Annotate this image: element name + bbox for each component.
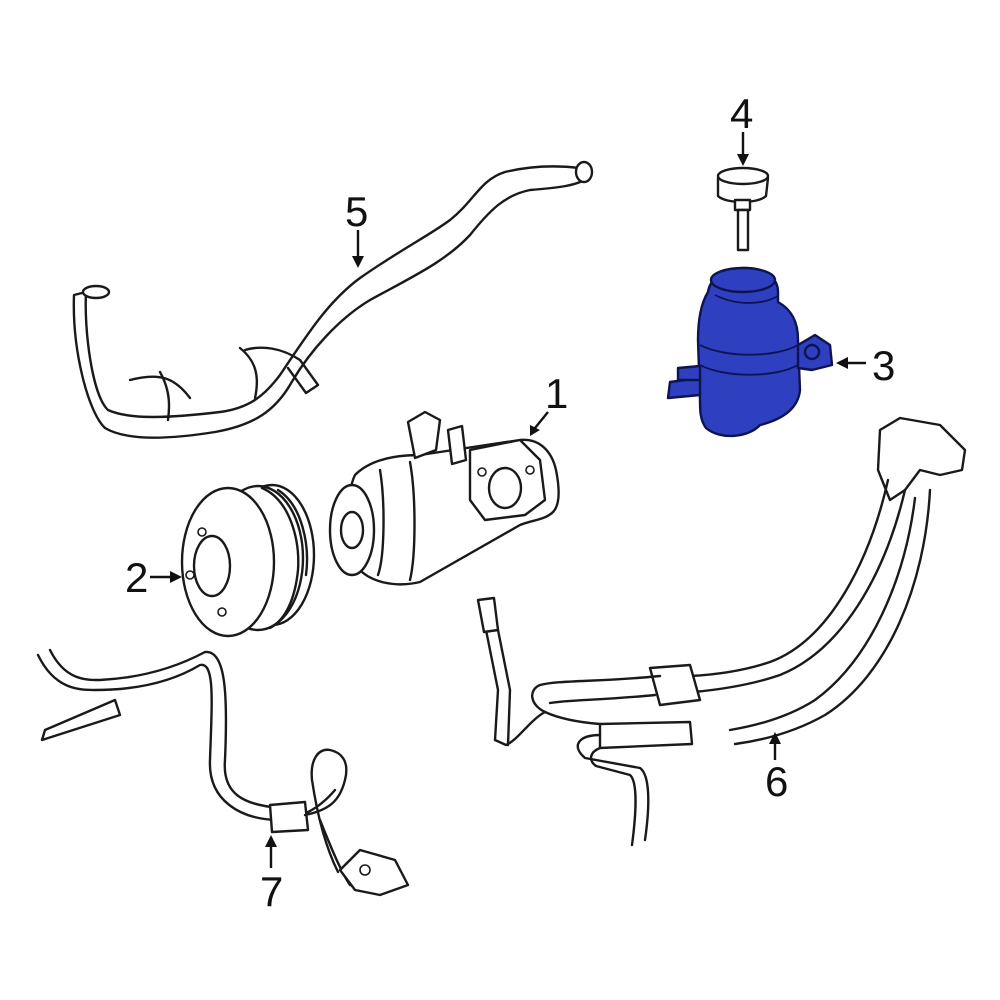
pump-part-1[interactable]: [328, 410, 560, 586]
pulley-part-2[interactable]: [180, 483, 316, 638]
callout-number-5: 5: [345, 188, 368, 235]
callout-6: 6: [765, 732, 788, 805]
callout-7: 7: [260, 835, 283, 915]
callout-number-7: 7: [260, 868, 283, 915]
callout-1: 1: [530, 370, 568, 436]
callout-number-6: 6: [765, 758, 788, 805]
callout-number-2: 2: [125, 554, 148, 601]
hose-part-6[interactable]: [476, 416, 967, 847]
callout-4: 4: [730, 90, 753, 166]
callout-5: 5: [345, 188, 368, 268]
line-part-7[interactable]: [36, 648, 410, 897]
upper-hose-part-5[interactable]: [72, 160, 594, 439]
callout-number-4: 4: [730, 90, 753, 137]
reservoir-part-3[interactable]: [666, 266, 834, 438]
cap-part-4[interactable]: [716, 166, 770, 252]
callout-number-1: 1: [545, 370, 568, 417]
callout-number-3: 3: [872, 342, 895, 389]
callout-2: 2: [125, 554, 182, 601]
callout-3: 3: [836, 342, 895, 389]
